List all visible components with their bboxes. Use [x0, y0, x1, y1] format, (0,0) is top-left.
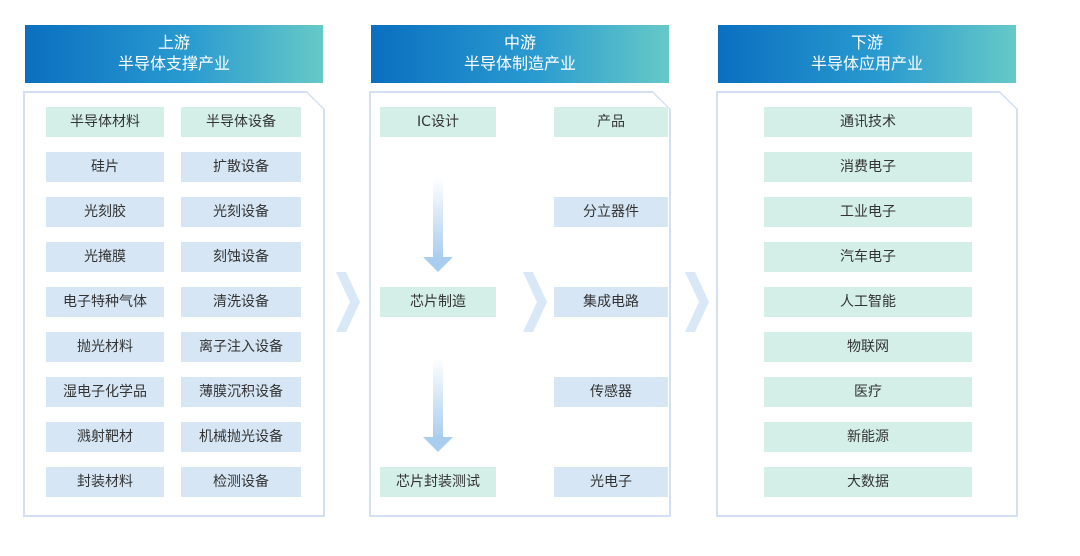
- downstream-item: 新能源: [764, 422, 972, 452]
- midstream-title: 中游: [503, 33, 536, 52]
- downstream-item: 通讯技术: [764, 107, 972, 137]
- upstream-material-item: 光刻胶: [46, 197, 164, 227]
- upstream-equipment-item: 清洗设备: [181, 287, 301, 317]
- chevron-right-icon: [523, 272, 547, 332]
- down-arrow-icon: [423, 178, 453, 272]
- upstream-equipment-item: 薄膜沉积设备: [181, 377, 301, 407]
- downstream-item: 消费电子: [764, 152, 972, 182]
- chevron-right-icon: [685, 272, 709, 332]
- downstream-item: 工业电子: [764, 197, 972, 227]
- chevron-right-icon: [336, 272, 360, 332]
- upstream-header: 上游 半导体支撑产业: [25, 25, 323, 83]
- upstream-material-item: 溅射靶材: [46, 422, 164, 452]
- downstream-item: 人工智能: [764, 287, 972, 317]
- upstream-equipment-item: 机械抛光设备: [181, 422, 301, 452]
- upstream-equipment-item: 离子注入设备: [181, 332, 301, 362]
- downstream-item: 医疗: [764, 377, 972, 407]
- downstream-header: 下游 半导体应用产业: [718, 25, 1016, 83]
- midstream-product-item: 集成电路: [554, 287, 668, 317]
- midstream-product-item: 传感器: [554, 377, 668, 407]
- downstream-item: 物联网: [764, 332, 972, 362]
- midstream-header: 中游 半导体制造产业: [371, 25, 669, 83]
- upstream-material-item: 电子特种气体: [46, 287, 164, 317]
- upstream-equipment-item: 刻蚀设备: [181, 242, 301, 272]
- midstream-products-heading: 产品: [554, 107, 668, 137]
- upstream-material-item: 抛光材料: [46, 332, 164, 362]
- upstream-equipment-item: 半导体设备: [181, 107, 301, 137]
- upstream-equipment-item: 光刻设备: [181, 197, 301, 227]
- midstream-product-item: 分立器件: [554, 197, 668, 227]
- upstream-equipment-item: 扩散设备: [181, 152, 301, 182]
- midstream-process-ic-design: IC设计: [380, 107, 496, 137]
- downstream-item: 汽车电子: [764, 242, 972, 272]
- upstream-material-item: 半导体材料: [46, 107, 164, 137]
- upstream-material-item: 湿电子化学品: [46, 377, 164, 407]
- midstream-product-item: 光电子: [554, 467, 668, 497]
- midstream-process-chip-manufacturing: 芯片制造: [380, 287, 496, 317]
- downstream-subtitle: 半导体应用产业: [810, 54, 923, 73]
- upstream-material-item: 光掩膜: [46, 242, 164, 272]
- upstream-title: 上游: [157, 33, 190, 52]
- upstream-subtitle: 半导体支撑产业: [117, 54, 230, 73]
- upstream-material-item: 硅片: [46, 152, 164, 182]
- midstream-subtitle: 半导体制造产业: [463, 54, 576, 73]
- downstream-title: 下游: [850, 33, 883, 52]
- upstream-equipment-item: 检测设备: [181, 467, 301, 497]
- upstream-material-item: 封装材料: [46, 467, 164, 497]
- midstream-process-packaging-testing: 芯片封装测试: [380, 467, 496, 497]
- down-arrow-icon: [423, 358, 453, 452]
- downstream-item: 大数据: [764, 467, 972, 497]
